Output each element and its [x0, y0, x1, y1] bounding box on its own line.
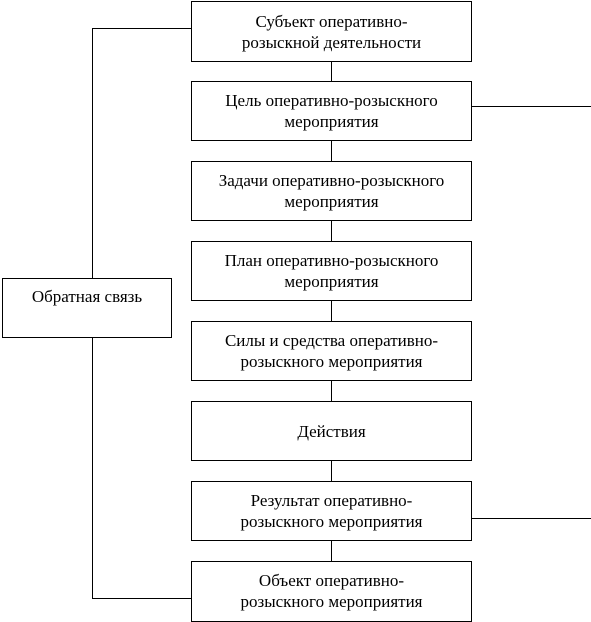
block-subject: Субъект оперативно- розыскной деятельнос…	[191, 1, 472, 62]
connector-feedback-object	[92, 338, 192, 599]
block-tasks-label: Задачи оперативно-розыскного мероприятия	[218, 171, 445, 211]
block-object: Объект оперативно- розыскного мероприяти…	[191, 561, 472, 622]
block-object-label: Объект оперативно- розыскного мероприяти…	[240, 571, 423, 611]
block-feedback: Обратная связь	[2, 278, 172, 338]
block-goal: Цель оперативно-розыскного мероприятия	[191, 81, 472, 141]
block-tasks: Задачи оперативно-розыскного мероприятия	[191, 161, 472, 221]
block-actions-label: Действия	[297, 421, 366, 441]
block-goal-label: Цель оперативно-розыскного мероприятия	[225, 91, 438, 131]
block-forces: Силы и средства оперативно- розыскного м…	[191, 321, 472, 381]
block-feedback-label: Обратная связь	[31, 287, 143, 306]
block-plan: План оперативно-розыскного мероприятия	[191, 241, 472, 301]
block-actions: Действия	[191, 401, 472, 461]
block-result-label: Результат оперативно- розыскного меропри…	[240, 491, 423, 531]
block-plan-label: План оперативно-розыскного мероприятия	[224, 251, 439, 291]
block-subject-label: Субъект оперативно- розыскной деятельнос…	[241, 11, 422, 52]
connector-feedback-subject	[92, 28, 192, 278]
block-result: Результат оперативно- розыскного меропри…	[191, 481, 472, 541]
block-forces-label: Силы и средства оперативно- розыскного м…	[224, 331, 439, 371]
